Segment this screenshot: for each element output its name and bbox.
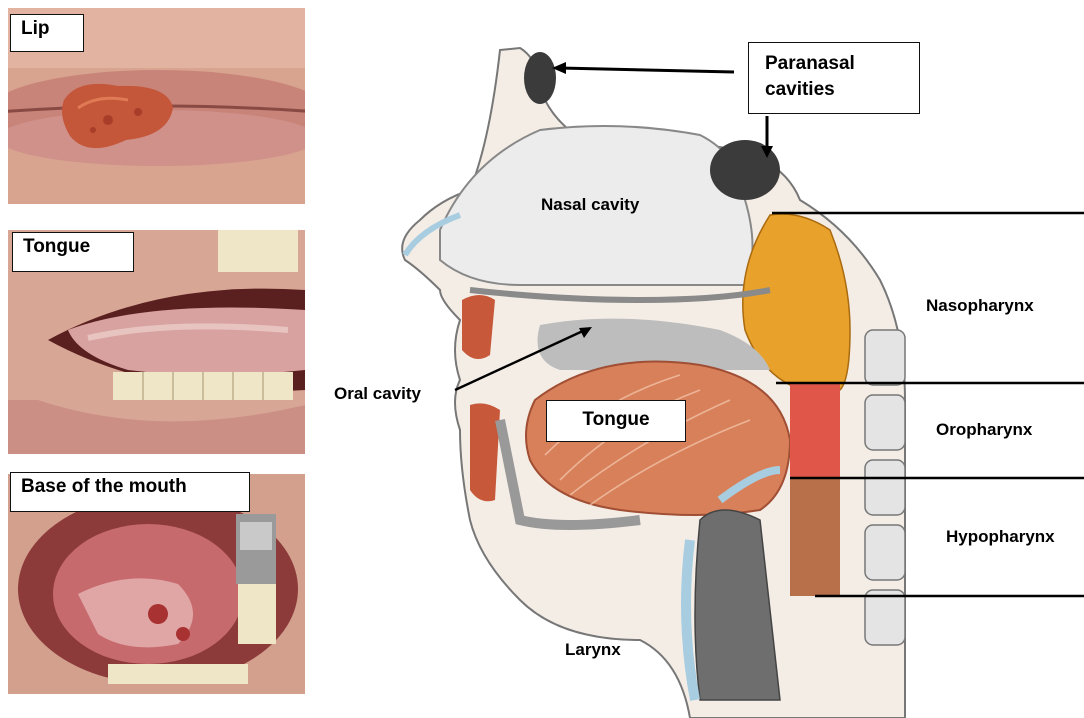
upper-lip-muscle (462, 295, 495, 359)
paranasal-arrow-frontal (560, 68, 734, 72)
hypopharynx-label: Hypopharynx (946, 527, 1055, 547)
larynx-label: Larynx (565, 640, 621, 660)
oropharynx-label: Oropharynx (936, 420, 1032, 440)
oral-cavity-label: Oral cavity (334, 384, 421, 404)
tongue-diagram-label: Tongue (546, 400, 686, 442)
lower-lip-muscle (470, 403, 500, 501)
nasal-cavity-label: Nasal cavity (541, 195, 639, 215)
oropharynx-region (790, 383, 840, 478)
nasopharynx-label: Nasopharynx (926, 296, 1034, 316)
cervical-spine (865, 330, 905, 645)
hypopharynx-region (790, 478, 840, 596)
paranasal-cavities-label: Paranasal cavities (748, 42, 920, 114)
frontal-sinus (524, 52, 556, 104)
